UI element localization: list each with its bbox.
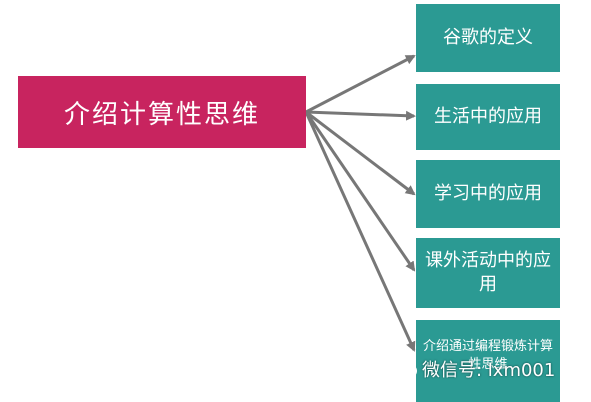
item-label: 谷歌的定义 [443, 26, 533, 48]
item-box-extracurricular-application: 课外活动中的应用 [416, 238, 560, 308]
item-label: 课外活动中的应用 [425, 249, 551, 295]
item-box-programming-training: 介绍通过编程锻炼计算性思维 [416, 320, 560, 402]
arrow-5 [304, 111, 416, 352]
arrow-3 [305, 110, 416, 196]
item-label: 介绍通过编程锻炼计算性思维 [422, 339, 553, 372]
item-label: 学习中的应用 [434, 182, 542, 204]
arrow-1 [305, 54, 416, 114]
watermark: 微信号: lxm001 [388, 356, 555, 382]
main-topic-box: 介绍计算性思维 [18, 76, 306, 148]
main-topic-label: 介绍计算性思维 [63, 99, 260, 130]
wechat-icon [388, 358, 417, 379]
arrow-2 [305, 110, 416, 121]
item-label: 生活中的应用 [434, 105, 542, 127]
item-box-google-definition: 谷歌的定义 [416, 4, 560, 72]
item-box-study-application: 学习中的应用 [416, 160, 560, 228]
item-box-life-application: 生活中的应用 [416, 84, 560, 150]
arrow-4 [304, 111, 416, 272]
watermark-text: 微信号: lxm001 [422, 360, 556, 381]
